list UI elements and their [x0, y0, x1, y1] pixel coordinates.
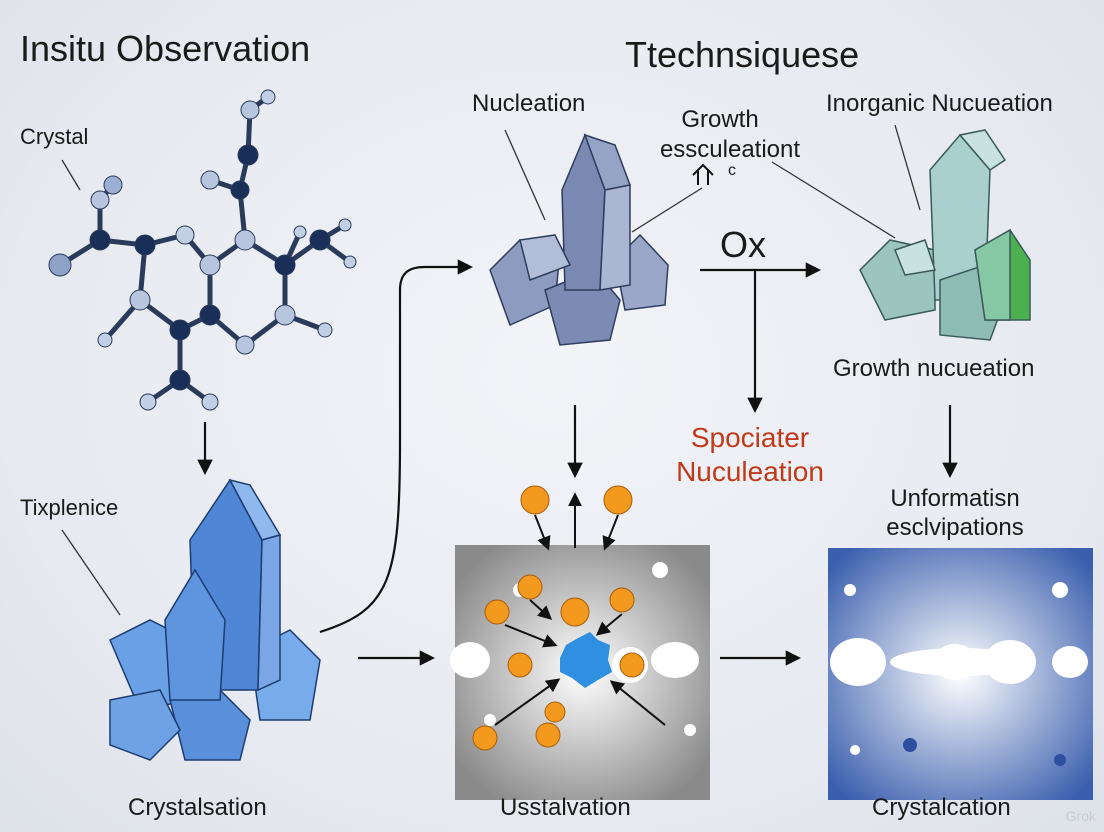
- label-ox: Ox: [720, 224, 767, 265]
- inorganic-crystal: [859, 129, 1031, 341]
- label-crystalcation: Crystalcation: [872, 794, 1011, 821]
- label-nuculeation: Nuculeation: [676, 456, 824, 487]
- up-arrow-symbol-icon: [692, 163, 714, 185]
- label-crystal: Crystal: [20, 124, 89, 149]
- orange-particles: [472, 485, 645, 751]
- label-growth: Growth: [681, 106, 759, 133]
- label-inorganic: Inorganic Nucueation: [826, 90, 1053, 117]
- label-growth-nucueation: Growth nucueation: [833, 355, 1035, 382]
- arrow-crystal-to-nucleation: [319, 259, 474, 634]
- crystal-micrograph: [828, 548, 1093, 800]
- blue-crystal-cluster: [109, 478, 321, 761]
- nucleation-micrograph: [450, 545, 710, 800]
- label-esclvipations: esclvipations: [886, 514, 1024, 541]
- label-tixplenice: Tixplenice: [20, 495, 119, 520]
- label-crystalsation: Crystalsation: [128, 794, 267, 821]
- title-right: Ttechnsiquese: [625, 34, 860, 75]
- label-growth-sub: essculeationt: [659, 136, 801, 163]
- particle-arrows: [494, 492, 666, 726]
- nucleation-crystal: [489, 132, 669, 346]
- watermark: Grok: [1065, 808, 1096, 824]
- label-usstalvation: Usstalvation: [500, 794, 631, 821]
- label-nucleation: Nucleation: [472, 90, 586, 117]
- growth-symbol: c: [728, 162, 736, 179]
- callout-lines: [61, 124, 921, 616]
- title-left: Insitu Observation: [20, 28, 311, 69]
- molecule-atoms: [48, 89, 357, 411]
- label-spociater: Spociater: [690, 422, 810, 453]
- flow-arrows: [197, 259, 958, 666]
- label-unformatisn: Unformatisn: [890, 485, 1020, 512]
